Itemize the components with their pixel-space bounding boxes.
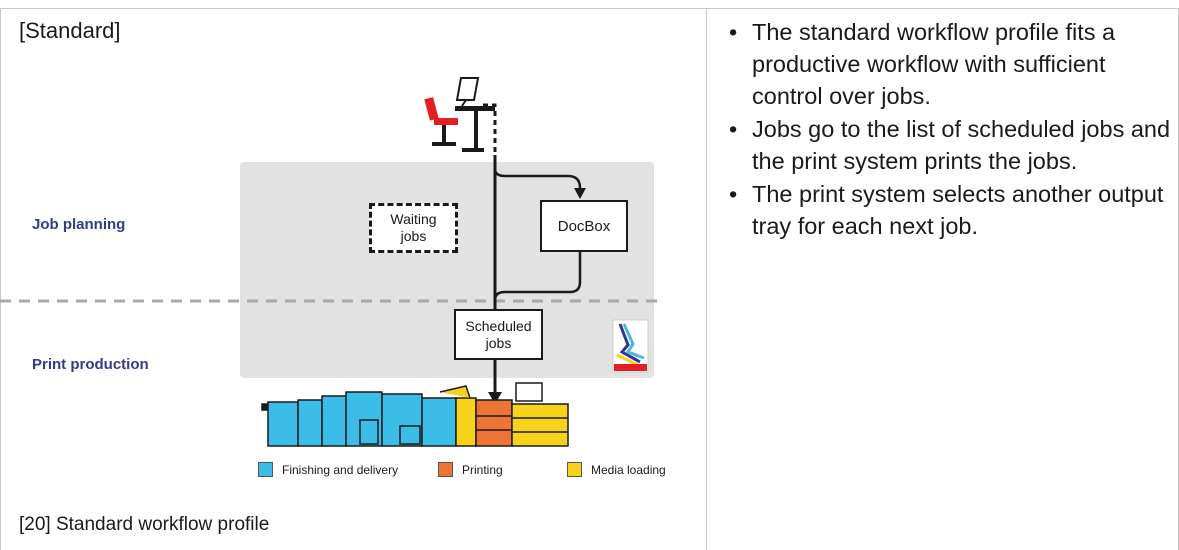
lane-label-print-production: Print production bbox=[32, 356, 149, 373]
legend-item-finishing: Finishing and delivery bbox=[258, 462, 398, 477]
docbox-arrow bbox=[574, 188, 586, 199]
bullet-icon: • bbox=[729, 181, 738, 207]
legend-item-media-loading: Media loading bbox=[567, 462, 666, 477]
lane-label-job-planning: Job planning bbox=[32, 216, 126, 233]
workflow-panel bbox=[240, 162, 654, 378]
prismasync-logo bbox=[612, 319, 649, 373]
bullet-list: • The standard workflow profile fits a pr… bbox=[722, 16, 1172, 243]
dashed-link bbox=[483, 103, 497, 155]
frame-left-border bbox=[0, 8, 1, 550]
bullet-text: Jobs go to the list of scheduled jobs an… bbox=[752, 116, 1171, 174]
legend-swatch bbox=[567, 462, 582, 477]
bullet-text: The print system selects another output … bbox=[752, 181, 1164, 239]
legend-swatch bbox=[438, 462, 453, 477]
bullet-text: The standard workflow profile fits a pro… bbox=[752, 19, 1116, 109]
legend-label: Printing bbox=[462, 462, 503, 477]
docbox-box: DocBox bbox=[540, 200, 628, 252]
scheduled-jobs-label: Scheduled jobs bbox=[465, 317, 532, 351]
bullet-icon: • bbox=[729, 116, 738, 142]
printer-arrow bbox=[488, 392, 502, 404]
legend-item-printing: Printing bbox=[438, 462, 503, 477]
print-system-illustration bbox=[261, 382, 569, 447]
scheduled-jobs-box: Scheduled jobs bbox=[454, 309, 543, 360]
waiting-jobs-box: Waiting jobs bbox=[369, 203, 458, 253]
bullet-icon: • bbox=[729, 19, 738, 45]
legend-label: Finishing and delivery bbox=[282, 462, 399, 477]
waiting-jobs-label: Waiting jobs bbox=[390, 211, 437, 244]
figure-caption: [20] Standard workflow profile bbox=[19, 514, 270, 535]
bullet-item: • The print system selects another output… bbox=[722, 178, 1172, 242]
docbox-return-link bbox=[493, 252, 582, 301]
docbox-label: DocBox bbox=[557, 217, 611, 235]
bullet-item: • The standard workflow profile fits a pr… bbox=[722, 16, 1172, 112]
workstation-icon bbox=[424, 77, 495, 152]
legend-label: Media loading bbox=[591, 462, 666, 477]
frame-column-divider bbox=[706, 8, 707, 550]
docbox-link bbox=[493, 169, 582, 190]
legend-swatch bbox=[258, 462, 273, 477]
frame-top-border bbox=[0, 8, 1179, 9]
bullet-item: • Jobs go to the list of scheduled jobs a… bbox=[722, 113, 1172, 177]
figure-tag: [Standard] bbox=[19, 18, 121, 43]
